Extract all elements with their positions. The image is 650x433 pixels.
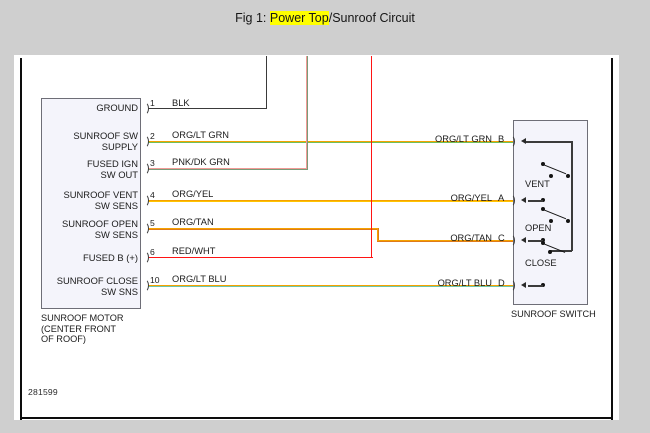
motor-pin-6-number: 6 (150, 247, 155, 257)
frame-bottom-border (20, 417, 613, 419)
wire-org-tan-segment-upper (148, 228, 378, 229)
wire-label-org-yel: ORG/YEL (172, 189, 214, 199)
switch-close-terminal-dot (541, 283, 546, 288)
switch-position-open-label: OPEN (525, 223, 552, 233)
wire-org-ltgrn-orange (148, 141, 513, 142)
switch-bus-bottom-lead (549, 250, 572, 252)
switch-vent-bus-dot (549, 174, 554, 179)
switch-wire-label-org-tan: ORG/TAN (450, 233, 492, 243)
switch-bus-top-lead (526, 141, 572, 143)
switch-close-contact-dot (548, 250, 553, 255)
sunroof-motor-caption: SUNROOF MOTOR (CENTER FRONT OF ROOF) (41, 313, 124, 345)
switch-pin-b-letter: B (498, 134, 505, 144)
wire-label-org-tan: ORG/TAN (172, 217, 214, 227)
wire-pnk-vertical-pink (306, 56, 307, 169)
motor-pin-10-connector (142, 279, 149, 292)
switch-pin-d-letter: D (498, 278, 505, 288)
figure-caption: Fig 1: Power Top/Sunroof Circuit (0, 11, 650, 25)
caption-prefix: Fig 1: (235, 11, 270, 25)
switch-pin-c-connector (508, 234, 515, 247)
motor-pin-1-connector (142, 102, 149, 115)
wire-org-ltgrn-green (148, 142, 513, 144)
diagram-canvas: GROUND SUNROOF SW SUPPLY FUSED IGN SW OU… (14, 55, 619, 420)
switch-position-vent-label: VENT (525, 179, 550, 189)
switch-vent-pivot-dot (541, 162, 546, 167)
wire-red-wht-vertical (371, 56, 372, 258)
caption-suffix: /Sunroof Circuit (328, 11, 415, 25)
wire-org-ltblu-blue (148, 286, 513, 288)
caption-bar: Fig 1: Power Top/Sunroof Circuit (0, 0, 650, 44)
sunroof-switch-box (513, 120, 588, 305)
switch-pin-d-connector (508, 279, 515, 292)
motor-pin-3-connector (142, 162, 149, 175)
motor-pin-1-number: 1 (150, 98, 155, 108)
switch-pin-b-connector (508, 135, 515, 148)
motor-pin-10-number: 10 (150, 275, 160, 285)
wire-pnk-dkgrn-green (148, 169, 308, 171)
wire-label-org-ltgrn: ORG/LT GRN (172, 130, 229, 140)
frame-left-border (20, 58, 22, 420)
switch-pin-b-arrow (521, 138, 526, 144)
wire-org-tan-segment-lower (377, 240, 513, 241)
switch-open-contact-dot (566, 219, 571, 224)
motor-pin-2-connector (142, 135, 149, 148)
switch-common-bus (571, 141, 573, 251)
motor-pin-5-connector (142, 222, 149, 235)
switch-pin-c-arrow (521, 237, 526, 243)
motor-pin-4-label: SUNROOF VENT SW SENS (63, 189, 138, 211)
motor-pin-6-label: FUSED B (+) (83, 252, 138, 263)
wire-org-tan-jog-orange (377, 228, 378, 241)
wire-label-pnk-dkgrn: PNK/DK GRN (172, 157, 230, 167)
motor-pin-2-number: 2 (150, 131, 155, 141)
switch-pin-a-connector (508, 194, 515, 207)
frame-right-border (611, 58, 613, 420)
motor-pin-2-label: SUNROOF SW SUPPLY (73, 130, 138, 152)
motor-pin-5-number: 5 (150, 218, 155, 228)
sunroof-motor-connector-box (41, 98, 141, 309)
switch-pin-a-arrow (521, 197, 526, 203)
switch-open-terminal-lead (528, 240, 543, 242)
wire-org-tan-segment-upper-tan (148, 229, 378, 231)
switch-wire-label-org-yel: ORG/YEL (450, 193, 492, 203)
wire-blk-vertical (266, 56, 267, 109)
motor-pin-5-label: SUNROOF OPEN SW SENS (61, 218, 138, 240)
wire-label-blk: BLK (172, 98, 190, 108)
switch-close-terminal-lead (528, 285, 543, 287)
switch-open-terminal-dot (541, 238, 546, 243)
wire-label-org-ltblu: ORG/LT BLU (172, 274, 227, 284)
wire-org-yel-yellow (148, 201, 513, 203)
wire-org-yel-orange (148, 200, 513, 201)
switch-wire-label-org-ltblu: ORG/LT BLU (437, 278, 492, 288)
wire-blk-horizontal (148, 108, 267, 109)
wire-dkgrn-vertical-green (307, 56, 309, 169)
switch-wire-label-org-ltgrn: ORG/LT GRN (435, 134, 492, 144)
motor-pin-3-label: FUSED IGN SW OUT (86, 158, 138, 180)
switch-pin-c-letter: C (498, 233, 505, 243)
motor-pin-4-connector (142, 194, 149, 207)
switch-vent-contact-dot (566, 174, 571, 179)
wire-label-red-wht: RED/WHT (172, 246, 216, 256)
wire-org-tan-jog-tan (378, 228, 380, 241)
switch-vent-terminal-lead (528, 200, 543, 202)
switch-open-pivot-dot (541, 207, 546, 212)
wire-pnk-dkgrn-pink (148, 168, 308, 169)
switch-position-close-label: CLOSE (525, 258, 557, 268)
document-id: 281599 (28, 387, 58, 397)
switch-open-bus-dot (549, 219, 554, 224)
switch-vent-terminal-dot (541, 198, 546, 203)
motor-pin-4-number: 4 (150, 190, 155, 200)
switch-pin-a-letter: A (498, 193, 505, 203)
switch-pin-d-arrow (521, 282, 526, 288)
motor-pin-3-number: 3 (150, 158, 155, 168)
wire-org-ltblu-orange (148, 285, 513, 286)
sunroof-switch-caption: SUNROOF SWITCH (511, 309, 596, 319)
wire-org-tan-segment-lower-tan (377, 241, 513, 243)
motor-pin-1-label: GROUND (96, 102, 138, 113)
motor-pin-10-label: SUNROOF CLOSE SW SNS (56, 275, 138, 297)
wire-red-wht-horizontal (148, 257, 373, 258)
switch-close-pivot-dot (541, 241, 546, 246)
motor-pin-6-connector (142, 251, 149, 264)
caption-highlight: Power Top (269, 11, 329, 25)
